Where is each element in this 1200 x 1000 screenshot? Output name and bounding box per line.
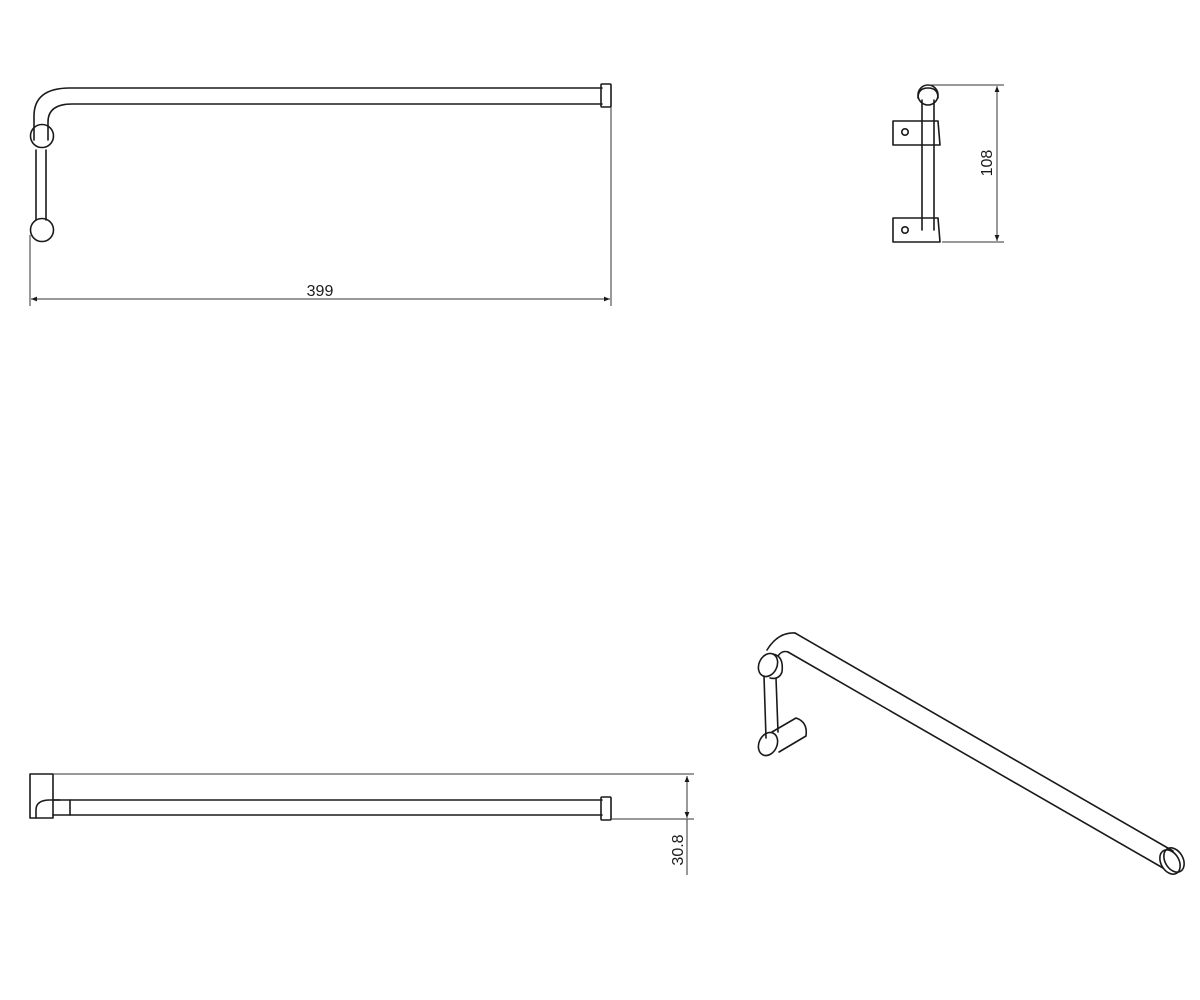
dimension-label-length: 399 [307, 283, 334, 300]
dimension-label-height: 108 [979, 150, 996, 177]
side-view: 108 [892, 84, 1004, 243]
front-view: 30.8 [29, 773, 694, 875]
isometric-view [757, 632, 1185, 875]
dimension-label-depth: 30.8 [670, 834, 687, 865]
top-view: 399 [29, 83, 612, 306]
